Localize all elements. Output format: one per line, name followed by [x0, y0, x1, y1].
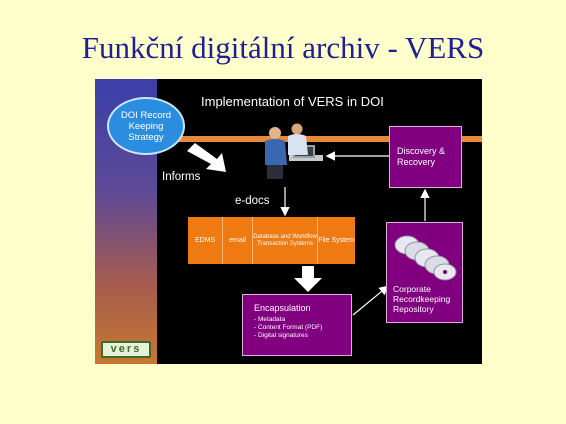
- strategy-label: DOI Record Keeping Strategy: [120, 109, 172, 143]
- discovery-label: Discovery & Recovery: [397, 146, 446, 167]
- informs-label: Informs: [162, 171, 201, 183]
- edocs-label: e-docs: [235, 195, 270, 207]
- strategy-oval: DOI Record Keeping Strategy: [107, 97, 185, 155]
- corporate-repository-box: Corporate Recordkeeping Repository: [386, 222, 463, 323]
- doc-type-edms: EDMS: [188, 217, 223, 264]
- encapsulation-item: - Digital signatures: [254, 332, 308, 339]
- flow-arrows: [187, 143, 430, 316]
- slide-title: Funkční digitální archiv - VERS: [81, 30, 485, 65]
- encapsulation-item: - Metadata: [254, 316, 286, 323]
- encapsulation-item: - Content Format (PDF): [254, 324, 323, 331]
- encapsulation-list: - Metadata - Content Format (PDF) - Digi…: [254, 316, 351, 340]
- encapsulation-box: Encapsulation - Metadata - Content Forma…: [242, 294, 352, 356]
- document-sources-strip: EDMS email Database and Workflow Transac…: [188, 217, 355, 264]
- vers-logo: vers: [101, 341, 151, 358]
- edocs-to-encapsulation-arrow: [294, 266, 322, 292]
- diagram-title: Implementation of VERS in DOI: [201, 94, 384, 109]
- orange-divider-bar: [157, 136, 482, 142]
- doc-type-database: Database and Workflow Transaction System…: [253, 217, 318, 264]
- diagram-panel: Implementation of VERS in DOI DOI Record…: [95, 79, 482, 364]
- corporate-label: Corporate Recordkeeping Repository: [393, 284, 451, 314]
- cd-stack-icon: [394, 235, 457, 281]
- people-at-computer-icon: [265, 123, 323, 179]
- informs-arrow: [187, 143, 226, 172]
- encapsulation-title: Encapsulation: [254, 303, 311, 313]
- doc-type-email: email: [223, 217, 253, 264]
- doc-type-file-system: File System: [318, 237, 355, 244]
- discovery-recovery-box: Discovery & Recovery: [389, 126, 462, 188]
- encapsulation-to-repository-arrow: [352, 285, 389, 316]
